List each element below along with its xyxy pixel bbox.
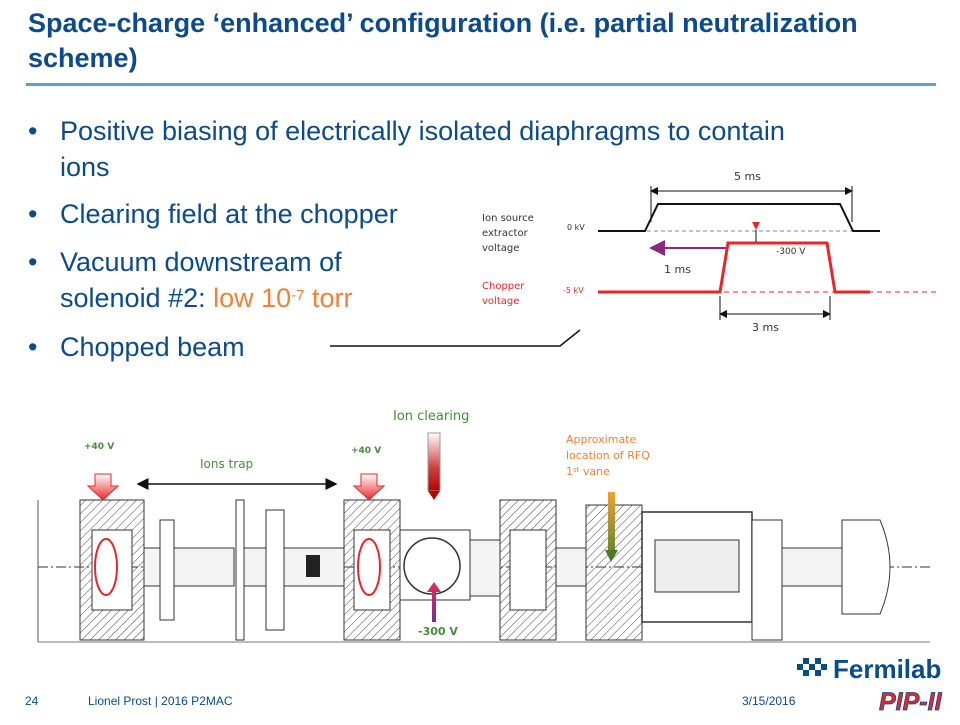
rfq-flange xyxy=(751,519,783,641)
rfq-label-3-end: vane xyxy=(579,465,610,478)
bullet-1-line-2: ions xyxy=(60,152,110,182)
logo-subtitle: PIP-II xyxy=(879,688,943,716)
minus300-beamline-label: -300 V xyxy=(418,625,458,638)
chopper-waveform xyxy=(598,241,870,294)
beam-pipe-1 xyxy=(143,547,235,587)
minus300-arrow xyxy=(427,582,441,622)
fermilab-icon xyxy=(797,658,827,676)
ion-source-label: Ion source extractor voltage xyxy=(482,211,534,256)
diagnostic-block xyxy=(306,555,320,577)
chopped-beam-pointer xyxy=(330,329,581,347)
rfq-label-3-num: 1 xyxy=(566,465,573,478)
bullet-2-text: Clearing field at the chopper xyxy=(60,199,398,229)
vacuum-value: low 10 xyxy=(213,283,292,313)
minus300-timing-label: -300 V xyxy=(776,247,806,257)
rfq-vane-arrow xyxy=(608,492,615,550)
page-number: 24 xyxy=(25,694,39,708)
footer-author: Lionel Prost | 2016 P2MAC xyxy=(88,694,233,708)
slide-title: Space-charge ‘enhanced’ configuration (i… xyxy=(28,8,858,73)
bullet-3-prefix: solenoid #2: xyxy=(60,283,214,313)
minus300-marker-down xyxy=(752,222,760,230)
rfq-label-1: Approximate xyxy=(566,433,637,446)
rfq-label-3: 1st vane xyxy=(566,464,650,480)
beam-pipe-2 xyxy=(243,547,345,587)
rfq-label-3-sup: st xyxy=(573,466,580,474)
ion-source-waveform xyxy=(598,203,880,232)
plus40-right-label: +40 V xyxy=(351,446,382,456)
three-ms-label: 3 ms xyxy=(752,321,779,334)
bullet-dot: • xyxy=(28,116,38,146)
logo-wordmark: Fermilab xyxy=(833,654,941,684)
flange-2 xyxy=(265,509,285,631)
plus40-left-arrow xyxy=(86,473,120,501)
ion-clearing-label: Ion clearing xyxy=(393,409,470,424)
bullet-dot: • xyxy=(28,247,38,277)
bullet-3-line-2: solenoid #2: low 10-7 torr xyxy=(60,281,353,315)
bullet-3-line-1: Vacuum downstream of xyxy=(60,247,342,277)
vacuum-unit: torr xyxy=(304,283,353,313)
chopper-label-1: Chopper xyxy=(482,281,525,292)
fermilab-logo: Fermilab PIP-II xyxy=(795,650,955,720)
downstream-pipe xyxy=(781,547,843,587)
bullet-1-line-1: Positive biasing of electrically isolate… xyxy=(60,116,785,146)
bullet-dot: • xyxy=(28,199,38,229)
beam-pipe-3 xyxy=(555,547,587,587)
rfq-label: Approximate location of RFQ 1st vane xyxy=(566,432,650,480)
flange-1 xyxy=(159,519,175,621)
rfq-cavity xyxy=(654,539,740,593)
rfq-label-2: location of RFQ xyxy=(566,449,650,462)
title-divider xyxy=(26,83,936,86)
minus5kv-label: -5 kV xyxy=(563,286,584,295)
solenoid-2-bore xyxy=(353,529,391,611)
zero-kv-label: 0 kV xyxy=(567,223,585,232)
plus40-left-label: +40 V xyxy=(84,442,115,452)
downstream-dome xyxy=(841,519,891,615)
ion-source-label-2: extractor xyxy=(482,228,528,239)
ions-trap-label: Ions trap xyxy=(200,457,254,471)
five-ms-label: 5 ms xyxy=(734,170,761,183)
ion-source-label-3: voltage xyxy=(482,243,520,254)
ion-clearing-bar xyxy=(427,432,441,492)
bullet-4-text: Chopped beam xyxy=(60,332,245,362)
fermilab-logo-mark: Fermilab PIP-II xyxy=(797,654,943,716)
left-diaphragm-highlight xyxy=(94,538,118,596)
bullet-dot: • xyxy=(28,332,38,362)
valve-post xyxy=(235,499,245,641)
chopper-label-2: voltage xyxy=(482,296,520,307)
ion-source-label-1: Ion source xyxy=(482,213,534,224)
chopper-exit-pipe xyxy=(469,539,501,597)
one-ms-label: 1 ms xyxy=(664,263,691,276)
rfq-vane-arrow-tip xyxy=(605,550,618,562)
solenoid-3-bore xyxy=(509,529,547,611)
footer-date: 3/15/2016 xyxy=(742,694,796,708)
right-diaphragm-highlight xyxy=(357,538,381,596)
vacuum-exponent: -7 xyxy=(291,287,305,304)
chopper-label: Chopper voltage xyxy=(482,279,524,309)
ion-clearing-tip xyxy=(428,491,440,500)
plus40-right-arrow xyxy=(352,473,386,501)
